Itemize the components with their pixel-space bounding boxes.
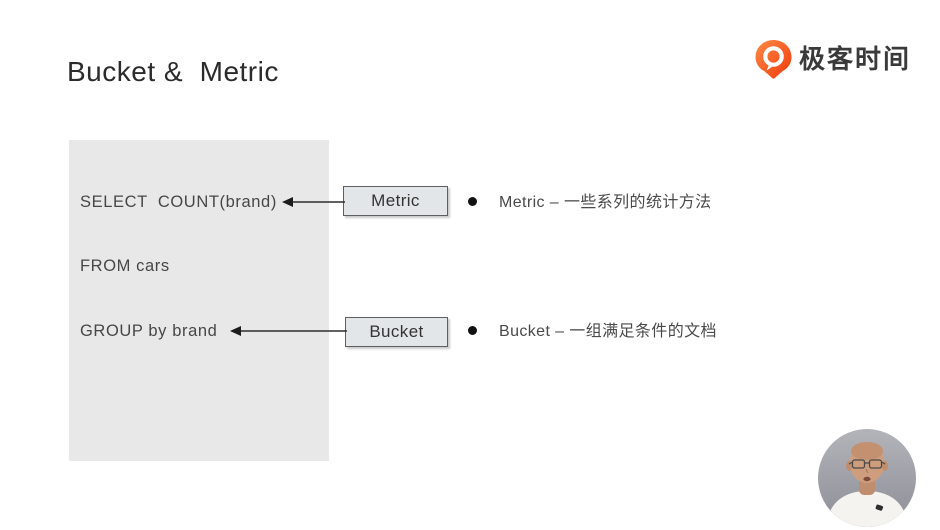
- bucket-definition: Bucket – 一组满足条件的文档: [499, 323, 717, 340]
- code-line-from: FROM cars: [80, 257, 170, 275]
- geektime-pin-icon: [755, 40, 792, 79]
- code-line-select: SELECT COUNT(brand): [80, 193, 277, 211]
- logo-text: 极客时间: [799, 44, 912, 74]
- bucket-tag: Bucket: [345, 317, 448, 347]
- presenter-webcam: [818, 429, 916, 527]
- left-arrow-to-select-icon: [282, 197, 345, 207]
- bullet-dot-icon: [468, 197, 477, 206]
- left-arrow-to-group-icon: [230, 326, 347, 336]
- code-line-group: GROUP by brand: [80, 322, 218, 340]
- page-title: Bucket & Metric: [67, 56, 279, 87]
- metric-definition: Metric – 一些系列的统计方法: [499, 194, 712, 211]
- bullet-dot-icon: [468, 326, 477, 335]
- geektime-logo: 极客时间: [753, 39, 911, 79]
- metric-tag: Metric: [343, 186, 448, 216]
- presenter-portrait: [818, 429, 916, 527]
- code-panel: [69, 140, 329, 461]
